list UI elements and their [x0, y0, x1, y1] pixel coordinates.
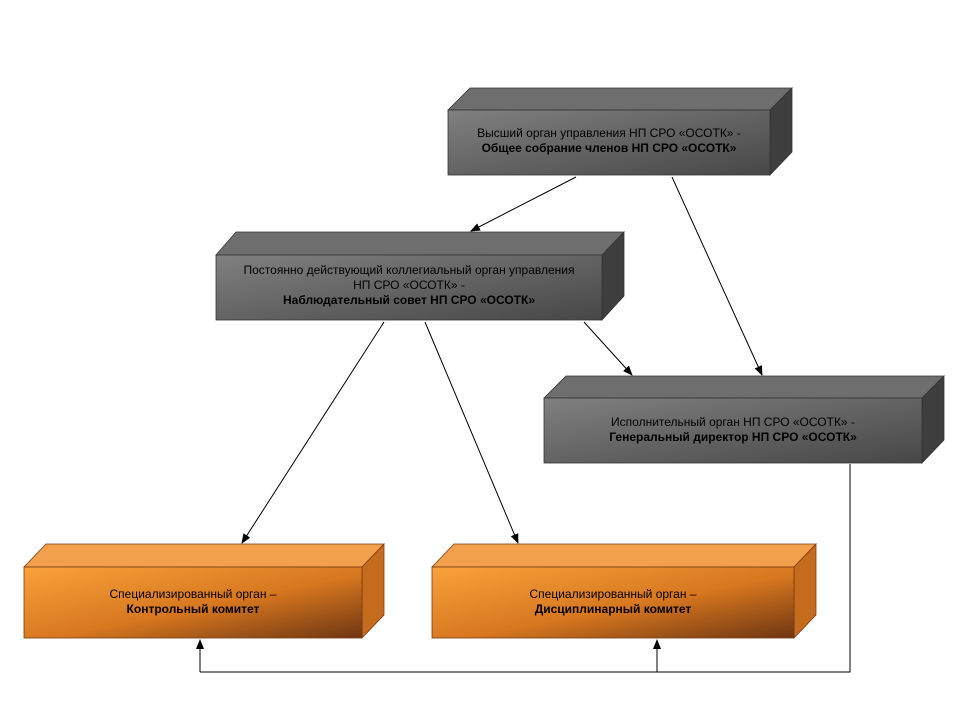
executive-name: Генеральный директор НП СРО «ОСОТК» [609, 430, 857, 444]
council-name: Наблюдательный совет НП СРО «ОСОТК» [282, 293, 535, 307]
control-committee-box [23, 543, 385, 639]
executive-box [543, 375, 945, 464]
control-committee-label: Специализированный орган – Контрольный к… [24, 587, 362, 617]
control-committee-name: Контрольный комитет [126, 602, 260, 616]
control-committee-title: Специализированный орган – [109, 587, 277, 601]
arrow-council-to-executive [583, 321, 633, 376]
arrow-supreme-to-executive [671, 176, 763, 376]
executive-feedback-line [200, 464, 851, 673]
executive-title: Исполнительный орган НП СРО «ОСОТК» - [611, 415, 855, 429]
supreme-body-name: Общее собрание членов НП СРО «ОСОТК» [481, 141, 737, 155]
arrow-supreme-to-council [470, 176, 577, 232]
council-label: Постоянно действующий коллегиальный орга… [216, 263, 602, 308]
council-title: Постоянно действующий коллегиальный орга… [243, 263, 575, 277]
council-org: НП СРО «ОСОТК» - [353, 278, 465, 292]
arrow-council-to-control [241, 321, 385, 544]
arrow-council-to-disciplinary [424, 321, 519, 544]
supreme-body-title: Высший орган управления НП СРО «ОСОТК» - [477, 126, 741, 140]
council-box [215, 231, 625, 322]
disciplinary-committee-title: Специализированный орган – [529, 587, 697, 601]
disciplinary-committee-box [431, 543, 817, 639]
supreme-body-label: Высший орган управления НП СРО «ОСОТК» -… [448, 126, 770, 156]
disciplinary-committee-label: Специализированный орган – Дисциплинарны… [432, 587, 794, 617]
supreme-body-box [447, 87, 793, 176]
disciplinary-committee-name: Дисциплинарный комитет [534, 602, 692, 616]
executive-label: Исполнительный орган НП СРО «ОСОТК» - Ге… [544, 415, 922, 445]
